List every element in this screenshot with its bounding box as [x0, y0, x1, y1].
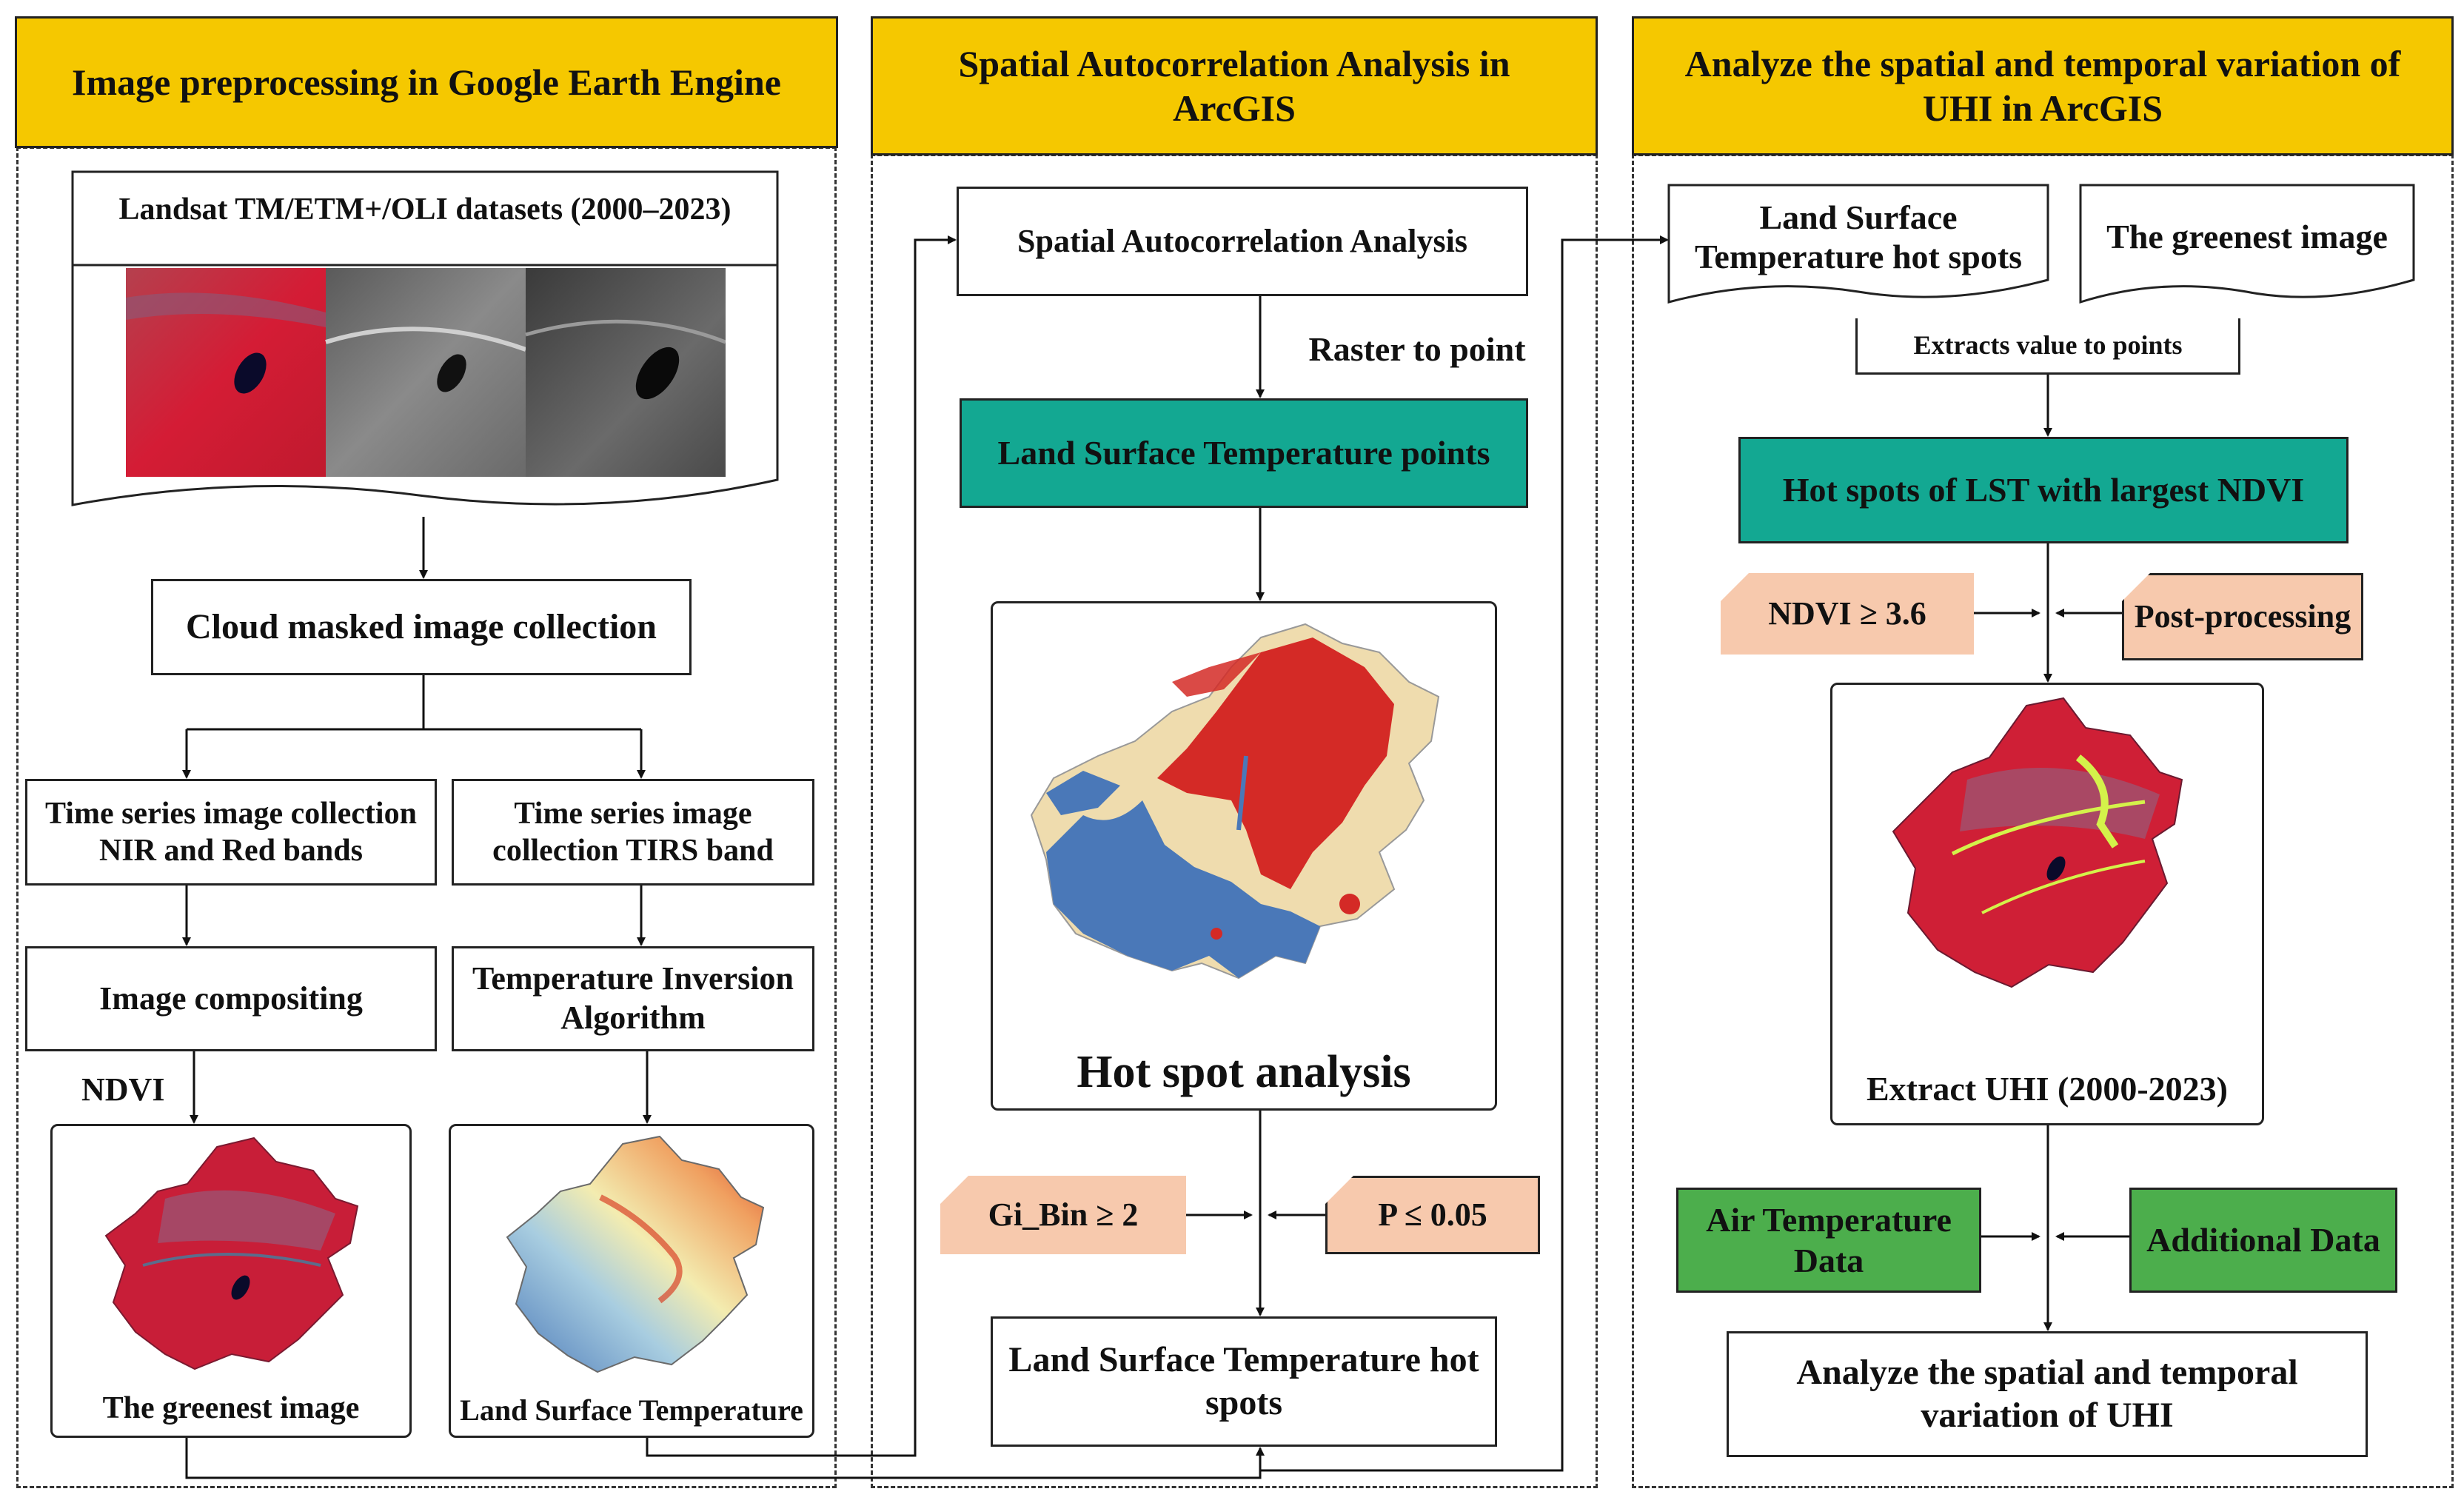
hotspot-map — [1030, 623, 1440, 980]
lst-caption: Land Surface Temperature — [460, 1393, 803, 1427]
landsat-label: Landsat TM/ETM+/OLI datasets (2000–2023) — [118, 193, 732, 227]
extract-uhi-caption: Extract UHI (2000-2023) — [1866, 1070, 2228, 1108]
lst-points-box: Land Surface Temperature points — [960, 398, 1528, 508]
lst-hot-spots-box: Land Surface Temperature hot spots — [991, 1316, 1497, 1447]
additional-data-box: Additional Data — [2129, 1188, 2397, 1293]
ndvi-label: NDVI — [81, 1071, 165, 1108]
lst-hot-spots-doc: Land Surface Temperature hot spots — [1667, 184, 2049, 308]
extract-uhi-map — [1892, 697, 2183, 988]
gi-bin-box: Gi_Bin ≥ 2 — [940, 1176, 1186, 1254]
greenest-image-doc: The greenest image — [2079, 184, 2415, 308]
landsat-image-strip — [126, 268, 726, 477]
greenest-image-caption: The greenest image — [102, 1391, 360, 1425]
p-value-box: P ≤ 0.05 — [1325, 1176, 1540, 1254]
analyze-uhi-box: Analyze the spatial and temporal variati… — [1727, 1331, 2368, 1457]
lst-hot-spots-doc-label: Land Surface Temperature hot spots — [1694, 198, 2023, 275]
hot-ndvi-box: Hot spots of LST with largest NDVI — [1738, 437, 2348, 543]
header-preprocessing: Image preprocessing in Google Earth Engi… — [15, 16, 838, 148]
spatial-autocorrelation-box: Spatial Autocorrelation Analysis — [957, 187, 1528, 296]
raster-to-point-label: Raster to point — [1308, 330, 1526, 368]
greenest-image-doc-label: The greenest image — [2106, 218, 2388, 255]
ts-nir-red-box: Time series image collection NIR and Red… — [25, 779, 437, 886]
greenest-image-doc-shape — [2079, 184, 2415, 304]
header-uhi-analysis: Analyze the spatial and temporal variati… — [1632, 16, 2454, 155]
hotspot-caption: Hot spot analysis — [1077, 1047, 1411, 1097]
extracts-value-box: Extracts value to points — [1855, 318, 2240, 375]
image-compositing-box: Image compositing — [25, 946, 437, 1051]
greenest-image-map — [104, 1137, 359, 1370]
hotspot-card: Hot spot analysis — [991, 601, 1497, 1111]
greenest-image-card: The greenest image — [50, 1124, 412, 1438]
lst-map — [506, 1135, 765, 1373]
extract-uhi-card: Extract UHI (2000-2023) — [1830, 683, 2264, 1125]
header-spatial-autocorrelation: Spatial Autocorrelation Analysis in ArcG… — [871, 16, 1598, 155]
post-processing-box: Post-processing — [2122, 573, 2363, 660]
landsat-document: Landsat TM/ETM+/OLI datasets (2000–2023) — [71, 170, 779, 518]
ts-tirs-box: Time series image collection TIRS band — [452, 779, 814, 886]
lst-card: Land Surface Temperature — [449, 1124, 814, 1438]
temperature-inversion-box: Temperature Inversion Algorithm — [452, 946, 814, 1051]
lst-hot-spots-doc-shape — [1667, 184, 2049, 304]
ndvi-threshold-box: NDVI ≥ 3.6 — [1721, 573, 1974, 655]
cloud-masked-box: Cloud masked image collection — [151, 579, 692, 675]
air-temperature-box: Air Temperature Data — [1676, 1188, 1981, 1293]
